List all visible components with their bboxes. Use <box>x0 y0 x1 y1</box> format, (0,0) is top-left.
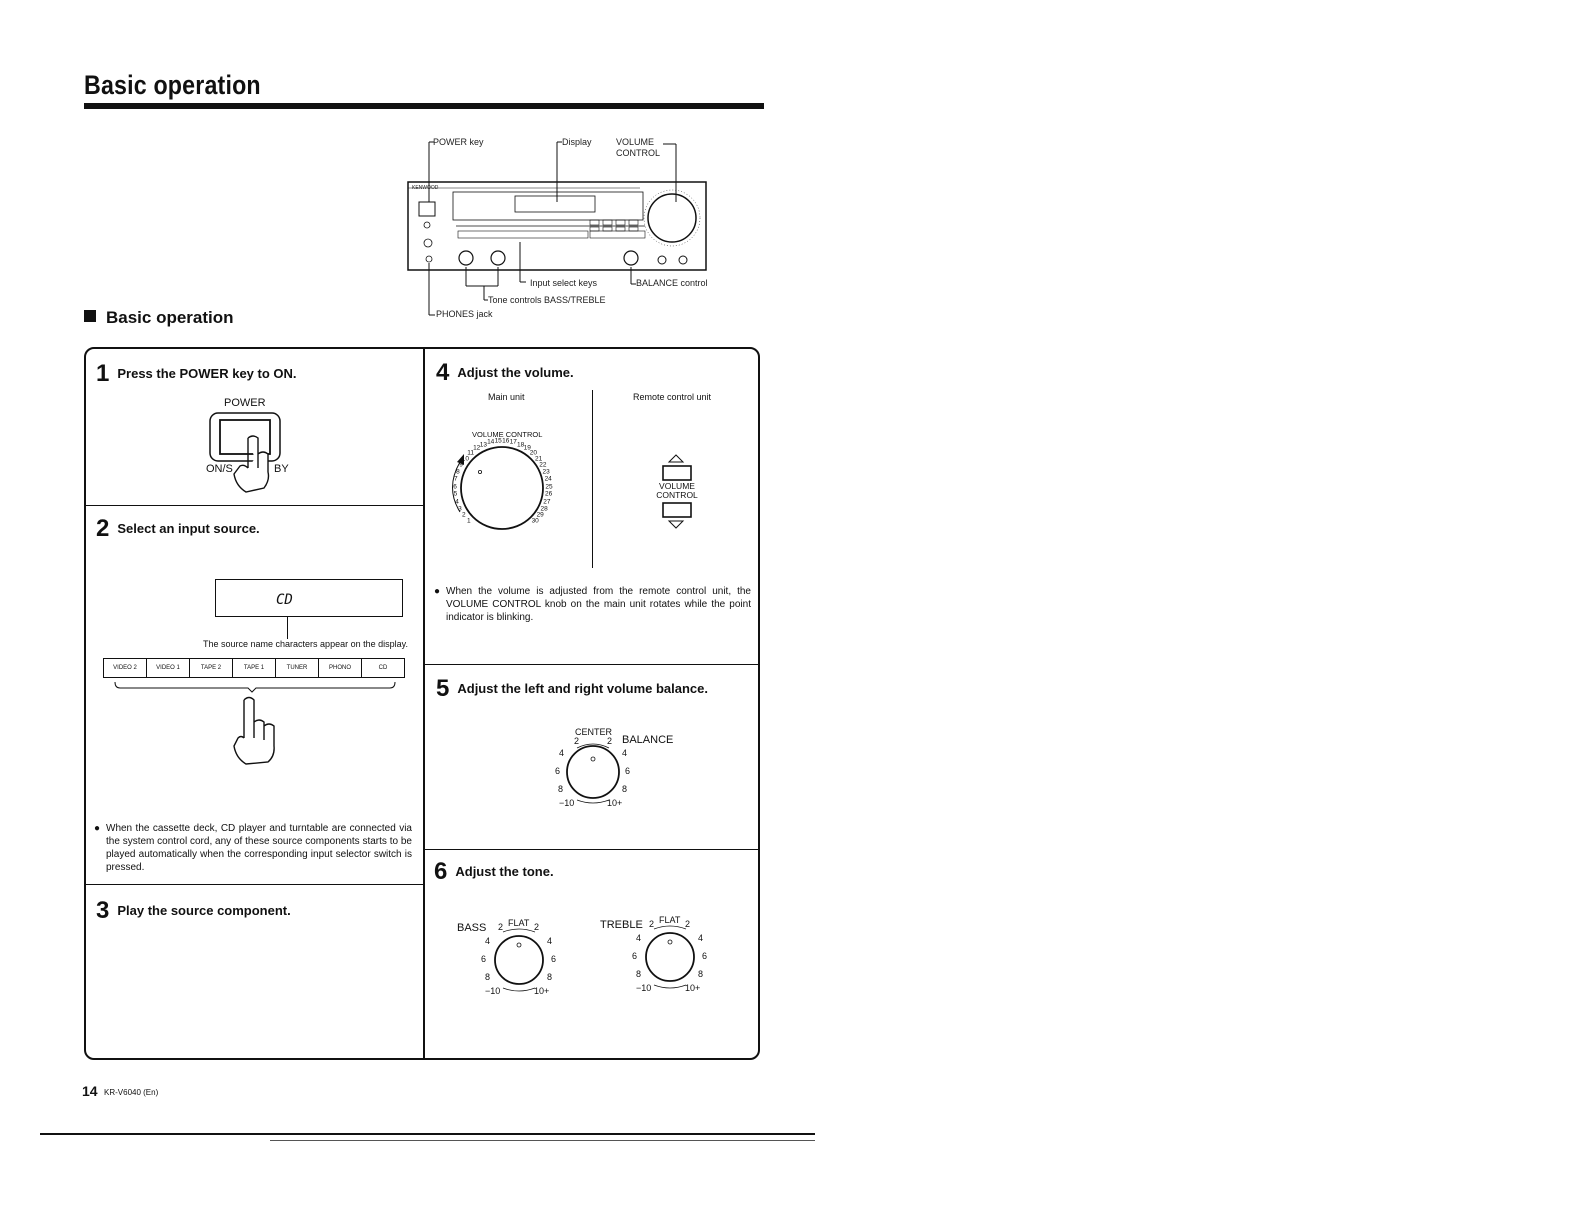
volume-knob-illustration <box>452 446 544 530</box>
volume-scale-tick: 17 <box>509 438 517 446</box>
volume-scale-tick: 10 <box>461 455 470 463</box>
volume-scale-tick: 22 <box>539 461 547 469</box>
brand-logo: KENWOOD <box>412 185 439 191</box>
title-rule <box>84 103 764 109</box>
volume-scale-tick: 26 <box>544 490 553 498</box>
input-key-phono[interactable]: PHONO <box>319 658 362 678</box>
volume-scale-tick: 19 <box>523 444 531 452</box>
treble-knob-svg <box>645 925 695 989</box>
column-divider <box>423 347 425 1060</box>
volume-scale-tick: 30 <box>531 517 539 525</box>
label-balance-control: BALANCE control <box>636 278 708 288</box>
square-bullet-icon <box>84 310 96 322</box>
page-title: Basic operation <box>84 70 261 100</box>
volume-scale-tick: 11 <box>467 449 474 457</box>
remote-volume-illustration <box>662 454 692 529</box>
treble-flat-label: FLAT <box>659 915 681 925</box>
input-key-tape1[interactable]: TAPE 1 <box>233 658 276 678</box>
volume-scale-tick: 20 <box>529 449 538 457</box>
volume-scale-tick: 7 <box>453 475 458 483</box>
footer-rule-thin <box>270 1140 815 1141</box>
step-4-note: ●When the volume is adjusted from the re… <box>434 586 751 623</box>
label-power-key: POWER key <box>433 137 484 147</box>
power-label: POWER <box>224 397 266 409</box>
front-panel-svg <box>407 141 707 316</box>
treble-knob: 2 4 6 8 −10 2 4 6 8 10+ <box>630 915 710 995</box>
treble-label: TREBLE <box>600 919 643 931</box>
balance-label: BALANCE <box>622 734 674 746</box>
footer-rule <box>40 1133 815 1135</box>
bass-knob: 2 4 6 8 −10 2 4 6 8 10+ <box>479 918 559 998</box>
volume-scale-tick: 23 <box>542 468 550 476</box>
main-unit-label: Main unit <box>488 392 525 402</box>
bass-flat-label: FLAT <box>508 918 530 928</box>
divider-step5 <box>425 849 758 850</box>
bass-label: BASS <box>457 922 487 934</box>
on-standby-right-label: BY <box>274 463 289 475</box>
volume-scale-tick: 12 <box>473 444 481 452</box>
step-2-note: ●When the cassette deck, CD player and t… <box>94 823 412 873</box>
input-key-press-illustration <box>114 681 396 765</box>
remote-volume-label: VOLUME CONTROL <box>656 481 698 500</box>
volume-scale-tick: 13 <box>479 441 488 449</box>
power-key-press-illustration <box>209 412 281 493</box>
volume-scale-tick: 16 <box>502 437 510 445</box>
volume-scale-tick: 6 <box>453 483 457 491</box>
volume-scale-tick: 3 <box>458 505 462 513</box>
remote-unit-label: Remote control unit <box>633 392 712 402</box>
display-text: CD <box>276 592 293 608</box>
volume-scale-tick: 1 <box>466 517 471 525</box>
balance-center-label: CENTER <box>575 727 613 737</box>
divider-step4 <box>425 664 758 665</box>
display-leader-line <box>287 617 288 639</box>
volume-scale-tick: 25 <box>545 483 553 491</box>
volume-scale-tick: 9 <box>459 461 463 469</box>
balance-knob-svg <box>566 743 620 804</box>
input-key-video1[interactable]: VIDEO 1 <box>147 658 190 678</box>
volume-scale-tick: 27 <box>543 498 551 506</box>
volume-scale-tick: 29 <box>536 511 544 519</box>
unit-divider <box>592 390 593 568</box>
label-input-select-keys: Input select keys <box>530 278 598 288</box>
volume-scale-tick: 8 <box>456 468 460 476</box>
model-code: KR-V6040 (En) <box>104 1088 159 1097</box>
input-key-video2[interactable]: VIDEO 2 <box>103 658 147 678</box>
volume-scale-tick: 2 <box>461 511 466 519</box>
volume-scale-tick: 5 <box>453 490 458 498</box>
label-volume-control: VOLUME CONTROL <box>616 137 661 158</box>
volume-scale-tick: 24 <box>544 475 552 483</box>
bass-knob-svg <box>494 928 544 992</box>
front-panel-diagram: POWER key Display VOLUME CONTROL KENWOOD… <box>400 130 730 330</box>
volume-scale-tick: 28 <box>540 505 548 513</box>
volume-scale-tick: 18 <box>516 441 525 449</box>
display-caption: The source name characters appear on the… <box>203 639 408 649</box>
balance-knob: 2 4 6 8 −10 2 4 6 8 10+ <box>553 736 633 812</box>
label-tone-controls: Tone controls BASS/TREBLE <box>488 295 606 305</box>
input-key-cd[interactable]: CD <box>362 658 405 678</box>
page-number: 14 <box>82 1083 98 1099</box>
steps-box <box>84 347 760 1060</box>
input-key-tape2[interactable]: TAPE 2 <box>190 658 233 678</box>
input-keys-row: VIDEO 2 VIDEO 1 TAPE 2 TAPE 1 TUNER PHON… <box>103 658 405 678</box>
volume-scale-tick: 4 <box>455 498 459 506</box>
volume-scale-tick: 15 <box>494 437 502 445</box>
section-heading: Basic operation <box>84 308 234 328</box>
input-key-tuner[interactable]: TUNER <box>276 658 319 678</box>
label-display: Display <box>562 137 592 147</box>
volume-scale-tick: 14 <box>487 438 495 446</box>
label-phones-jack: PHONES jack <box>436 309 493 319</box>
divider-step2 <box>86 884 423 885</box>
volume-scale-tick: 21 <box>534 455 543 463</box>
on-standby-left-label: ON/S <box>206 463 233 475</box>
volume-knob-label: VOLUME CONTROL <box>472 430 543 439</box>
divider-step1 <box>86 505 423 506</box>
display-window: CD <box>215 579 403 617</box>
